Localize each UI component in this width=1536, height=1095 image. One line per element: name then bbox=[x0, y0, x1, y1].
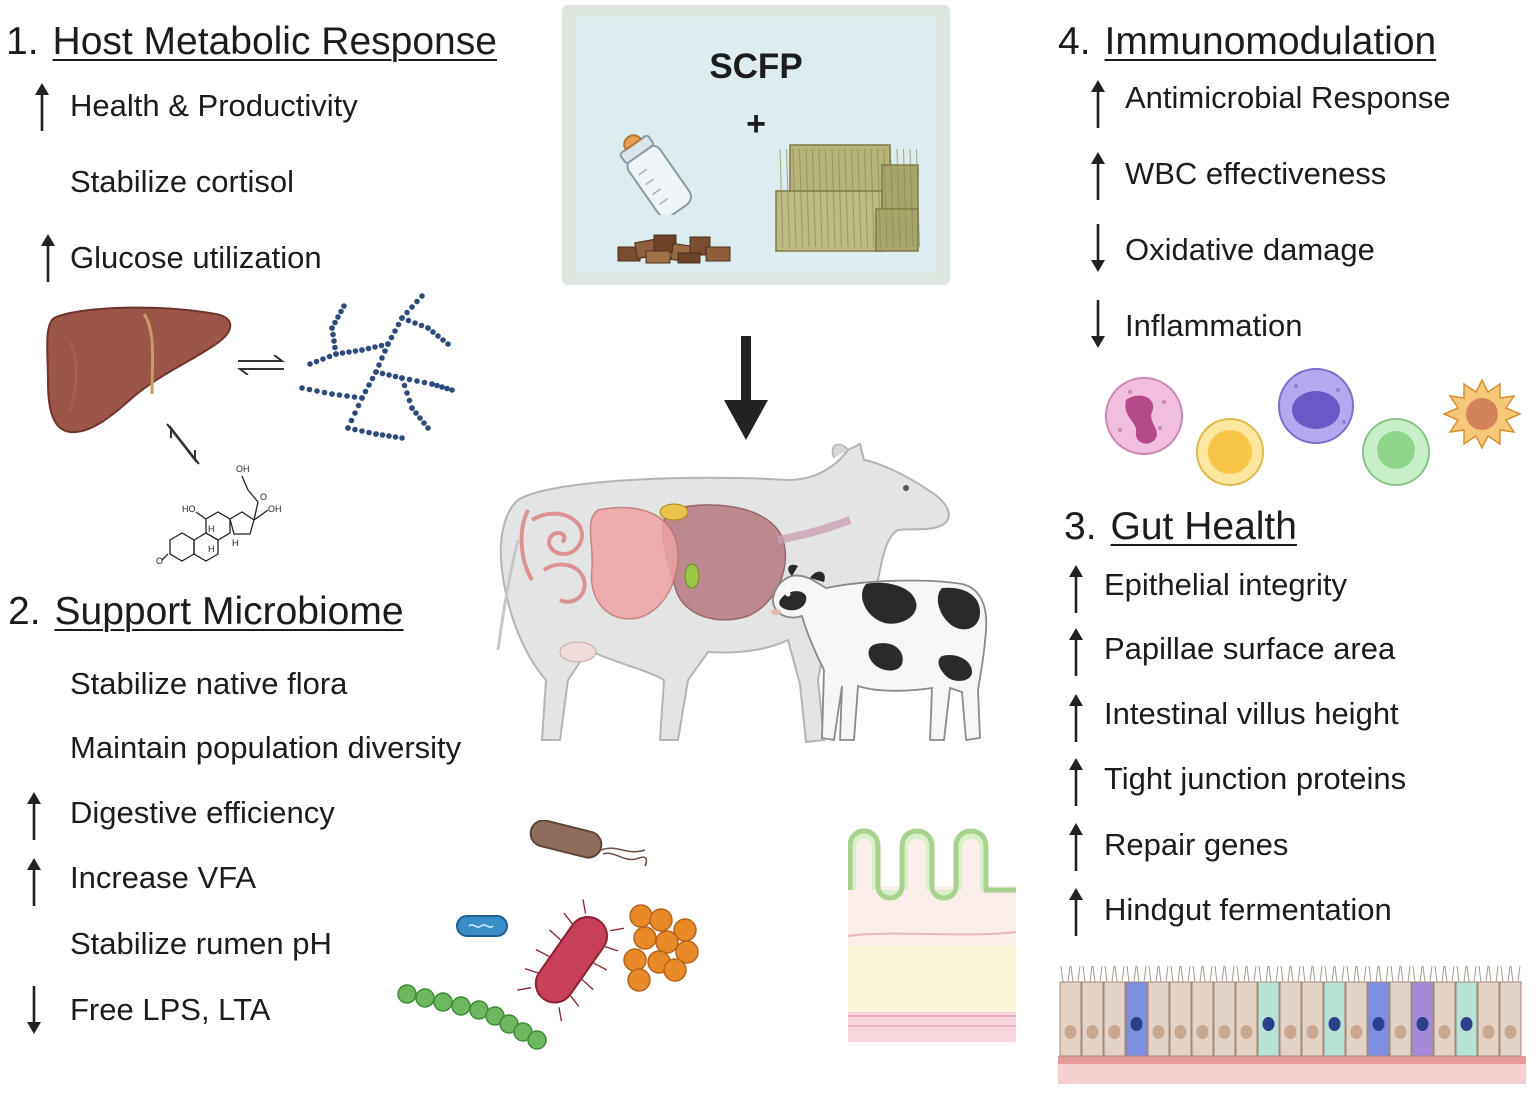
intestinal-villi-icon bbox=[848, 826, 1018, 1046]
plus-sign: + bbox=[746, 105, 766, 143]
molecule-label: OH bbox=[268, 504, 282, 514]
support-microbiome-heading: 2. Support Microbiome bbox=[8, 592, 404, 631]
immunomodulation-heading: 4. Immunomodulation bbox=[1058, 22, 1436, 61]
host-metabolic-heading: 1. Host Metabolic Response bbox=[6, 22, 497, 61]
up-arrow-icon bbox=[38, 234, 58, 284]
scfp-feed-panel: SCFP + bbox=[562, 5, 950, 285]
scfp-title: SCFP bbox=[709, 47, 803, 86]
microbiome-item: Stabilize native flora bbox=[70, 666, 348, 701]
down-arrow-icon bbox=[724, 336, 768, 442]
gut-item: Epithelial integrity bbox=[1104, 567, 1347, 602]
up-arrow-icon bbox=[1066, 694, 1086, 744]
up-arrow-icon bbox=[32, 83, 52, 133]
down-arrow-icon bbox=[1088, 222, 1108, 272]
microbiome-item: Free LPS, LTA bbox=[70, 992, 271, 1027]
glycogen-icon bbox=[292, 288, 457, 448]
liver-icon bbox=[40, 302, 240, 442]
down-arrow-icon bbox=[24, 984, 44, 1034]
molecule-label: O bbox=[260, 492, 267, 502]
cow-icon bbox=[488, 440, 958, 750]
section-number: 3. bbox=[1064, 505, 1097, 548]
up-arrow-icon bbox=[24, 792, 44, 842]
section-title: Immunomodulation bbox=[1104, 20, 1437, 63]
molecule-label: H bbox=[208, 544, 215, 554]
gut-health-heading: 3. Gut Health bbox=[1064, 507, 1297, 546]
section-title: Support Microbiome bbox=[54, 590, 404, 633]
up-arrow-icon bbox=[1066, 565, 1086, 615]
molecule-label: O bbox=[156, 556, 163, 566]
calf-icon bbox=[766, 560, 996, 750]
down-arrow-icon bbox=[1088, 298, 1108, 348]
section-number: 4. bbox=[1058, 20, 1091, 63]
section-title: Host Metabolic Response bbox=[52, 20, 497, 63]
microbiome-item: Increase VFA bbox=[70, 860, 257, 895]
up-arrow-icon bbox=[1066, 758, 1086, 808]
equilibrium-arrows-icon bbox=[236, 355, 286, 375]
bacteria-icon bbox=[395, 820, 715, 1060]
immune-cells-icon bbox=[1100, 366, 1530, 496]
section-number: 2. bbox=[8, 590, 41, 633]
immuno-item: Antimicrobial Response bbox=[1125, 80, 1451, 115]
section-number: 1. bbox=[6, 20, 39, 63]
up-arrow-icon bbox=[1088, 152, 1108, 202]
equilibrium-arrows-icon bbox=[163, 422, 203, 466]
immuno-item: Oxidative damage bbox=[1125, 232, 1375, 267]
epithelium-icon bbox=[1058, 960, 1528, 1086]
up-arrow-icon bbox=[1066, 823, 1086, 873]
up-arrow-icon bbox=[1088, 80, 1108, 130]
cortisol-molecule-icon: OH O HO OH H H H O bbox=[150, 460, 290, 570]
gut-item: Papillae surface area bbox=[1104, 631, 1396, 666]
scfp-feed-inner: SCFP + bbox=[576, 17, 936, 273]
up-arrow-icon bbox=[24, 858, 44, 908]
microbiome-item: Stabilize rumen pH bbox=[70, 926, 332, 961]
gut-item: Tight junction proteins bbox=[1104, 761, 1407, 796]
host-item: Stabilize cortisol bbox=[70, 164, 294, 199]
immuno-item: Inflammation bbox=[1125, 308, 1303, 343]
section-title: Gut Health bbox=[1110, 505, 1297, 548]
hay-bales-icon bbox=[772, 135, 922, 265]
feed-pellets-icon bbox=[616, 217, 736, 267]
molecule-label: HO bbox=[182, 504, 196, 514]
milk-bottle-icon bbox=[606, 125, 706, 215]
gut-item: Intestinal villus height bbox=[1104, 696, 1399, 731]
gut-item: Hindgut fermentation bbox=[1104, 892, 1392, 927]
host-item: Health & Productivity bbox=[70, 88, 358, 123]
up-arrow-icon bbox=[1066, 888, 1086, 938]
microbiome-item: Maintain population diversity bbox=[70, 730, 462, 765]
molecule-label: H bbox=[232, 538, 239, 548]
gut-item: Repair genes bbox=[1104, 827, 1289, 862]
microbiome-item: Digestive efficiency bbox=[70, 795, 335, 830]
immuno-item: WBC effectiveness bbox=[1125, 156, 1387, 191]
molecule-label: H bbox=[208, 524, 215, 534]
molecule-label: OH bbox=[236, 464, 250, 474]
up-arrow-icon bbox=[1066, 628, 1086, 678]
host-item: Glucose utilization bbox=[70, 240, 322, 275]
